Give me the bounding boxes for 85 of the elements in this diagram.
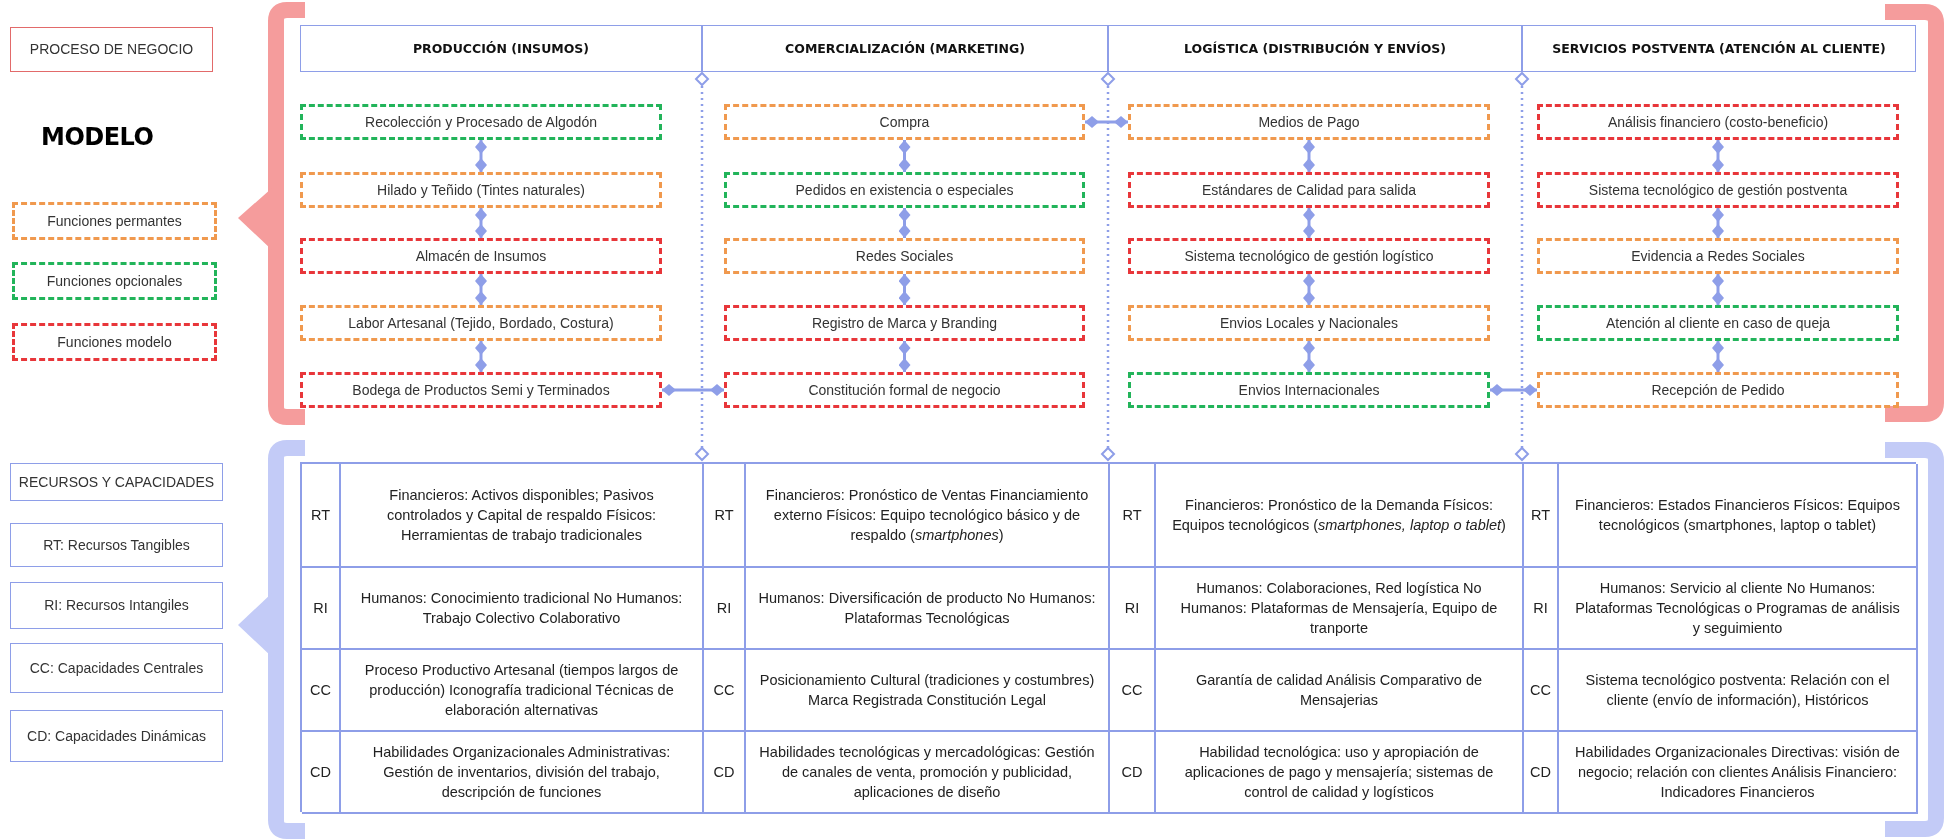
function-box: Envios Locales y Nacionales [1128, 305, 1490, 341]
process-box: PROCESO DE NEGOCIO [10, 27, 213, 72]
connector [1303, 208, 1315, 238]
connector [1303, 140, 1315, 172]
function-box: Compra [724, 104, 1085, 140]
function-box: Recepción de Pedido [1537, 372, 1899, 408]
connector [898, 274, 911, 305]
connector [1303, 341, 1315, 372]
resource-box: CD: Capacidades Dinámicas [10, 710, 223, 762]
table-cell: CC [302, 650, 341, 732]
column-header: COMERCIALIZACIÓN (MARKETING) [702, 25, 1108, 72]
column-header: PRODUCCIÓN (INSUMOS) [300, 25, 702, 72]
connector [1712, 274, 1724, 305]
connector [1085, 116, 1128, 128]
table-cell: Garantía de calidad Análisis Comparativo de Mensajerias [1156, 650, 1524, 732]
table-cell: Humanos: Conocimiento tradicional No Humanos: Trabajo Colectivo Colaborativo [341, 568, 704, 650]
function-box: Labor Artesanal (Tejido, Bordado, Costura) [300, 305, 662, 341]
connector [898, 140, 911, 172]
table-cell: RT [1524, 464, 1559, 568]
function-box: Registro de Marca y Branding [724, 305, 1085, 341]
table-cell: CC [1110, 650, 1156, 732]
table-cell: Financieros: Activos disponibles; Pasivos controlados y Capital de respaldo Físicos: Herramientas de trabajo tradicionales [341, 464, 704, 568]
table-cell: RI [1524, 568, 1559, 650]
legend-item: Funciones permantes [12, 202, 217, 240]
resource-box: RT: Recursos Tangibles [10, 523, 223, 567]
table-cell: Habilidades tecnológicas y mercadológicas: Gestión de canales de venta, promoción y publicidad, aplicaciones de diseño [746, 732, 1110, 814]
table-cell: RT [302, 464, 341, 568]
table-cell: Financieros: Pronóstico de la Demanda Físicos: Equipos tecnológicos (smartphones, laptop o tablet) [1156, 464, 1524, 568]
column-header: SERVICIOS POSTVENTA (ATENCIÓN AL CLIENTE) [1522, 25, 1916, 72]
table-cell: Humanos: Servicio al cliente No Humanos: Plataformas Tecnológicas o Programas de análisis y seguimiento [1559, 568, 1918, 650]
table-cell: RI [1110, 568, 1156, 650]
connector [1303, 274, 1315, 305]
function-box: Bodega de Productos Semi y Terminados [300, 372, 662, 408]
connector [475, 341, 487, 372]
legend-item: Funciones opcionales [12, 262, 217, 300]
column-header: LOGÍSTICA (DISTRIBUCIÓN Y ENVÍOS) [1108, 25, 1522, 72]
table-cell: Humanos: Diversificación de producto No Humanos: Plataformas Tecnológicas [746, 568, 1110, 650]
table-cell: RT [1110, 464, 1156, 568]
resource-box: RI: Recursos Intangiles [10, 582, 223, 629]
connector [475, 274, 487, 305]
table-cell: Financieros: Estados Financieros Físicos: Equipos tecnológicos (smartphones, laptop o tablet) [1559, 464, 1918, 568]
connector [1490, 384, 1537, 396]
function-box: Pedidos en existencia o especiales [724, 172, 1085, 208]
connector [898, 208, 911, 238]
function-box: Almacén de Insumos [300, 238, 662, 274]
resource-box: RECURSOS Y CAPACIDADES [10, 463, 223, 501]
table-cell: CC [1524, 650, 1559, 732]
function-box: Estándares de Calidad para salida [1128, 172, 1490, 208]
function-box: Sistema tecnológico de gestión logístico [1128, 238, 1490, 274]
function-box: Análisis financiero (costo-beneficio) [1537, 104, 1899, 140]
function-box: Evidencia a Redes Sociales [1537, 238, 1899, 274]
table-cell: CD [1524, 732, 1559, 814]
function-box: Hilado y Teñido (Tintes naturales) [300, 172, 662, 208]
table-cell: CD [704, 732, 746, 814]
table-cell: Humanos: Colaboraciones, Red logística No Humanos: Plataformas de Mensajería, Equipo de tranporte [1156, 568, 1524, 650]
connector [475, 208, 487, 238]
function-box: Constitución formal de negocio [724, 372, 1085, 408]
connector [662, 384, 724, 396]
table-cell: Financieros: Pronóstico de Ventas Financiamiento externo Físicos: Equipo tecnológico básico y de respaldo (smartphones) [746, 464, 1110, 568]
function-box: Medios de Pago [1128, 104, 1490, 140]
table-cell: CD [302, 732, 341, 814]
function-box: Recolección y Procesado de Algodón [300, 104, 662, 140]
connector [1712, 208, 1724, 238]
table-cell: RI [704, 568, 746, 650]
connector [1712, 140, 1724, 172]
function-box: Sistema tecnológico de gestión postventa [1537, 172, 1899, 208]
legend-item: Funciones modelo [12, 323, 217, 361]
table-cell: Habilidad tecnológica: uso y apropiación de aplicaciones de pago y mensajería; sistemas de control de calidad y logísticos [1156, 732, 1524, 814]
function-box: Envios Internacionales [1128, 372, 1490, 408]
table-cell: RT [704, 464, 746, 568]
table-cell: CC [704, 650, 746, 732]
table-cell: Posicionamiento Cultural (tradiciones y costumbres) Marca Registrada Constitución Legal [746, 650, 1110, 732]
function-box: Redes Sociales [724, 238, 1085, 274]
table-cell: Habilidades Organizacionales Directivas: visión de negocio; relación con clientes Análisis Financiero: Indicadores Financieros [1559, 732, 1918, 814]
connector [1712, 341, 1724, 372]
table-cell: Sistema tecnológico postventa: Relación con el cliente (envío de información), Históricos [1559, 650, 1918, 732]
function-box: Atención al cliente en caso de queja [1537, 305, 1899, 341]
model-pentagon: MODELO [11, 95, 183, 180]
resource-box: CC: Capacidades Centrales [10, 643, 223, 693]
table-cell: RI [302, 568, 341, 650]
table-cell: CD [1110, 732, 1156, 814]
connector [475, 140, 487, 172]
connector [898, 341, 911, 372]
table-cell: Proceso Productivo Artesanal (tiempos largos de producción) Iconografía tradicional Técnicas de elaboración alternativas [341, 650, 704, 732]
table-cell: Habilidades Organizacionales Administrativas: Gestión de inventarios, división del trabajo, descripción de funciones [341, 732, 704, 814]
